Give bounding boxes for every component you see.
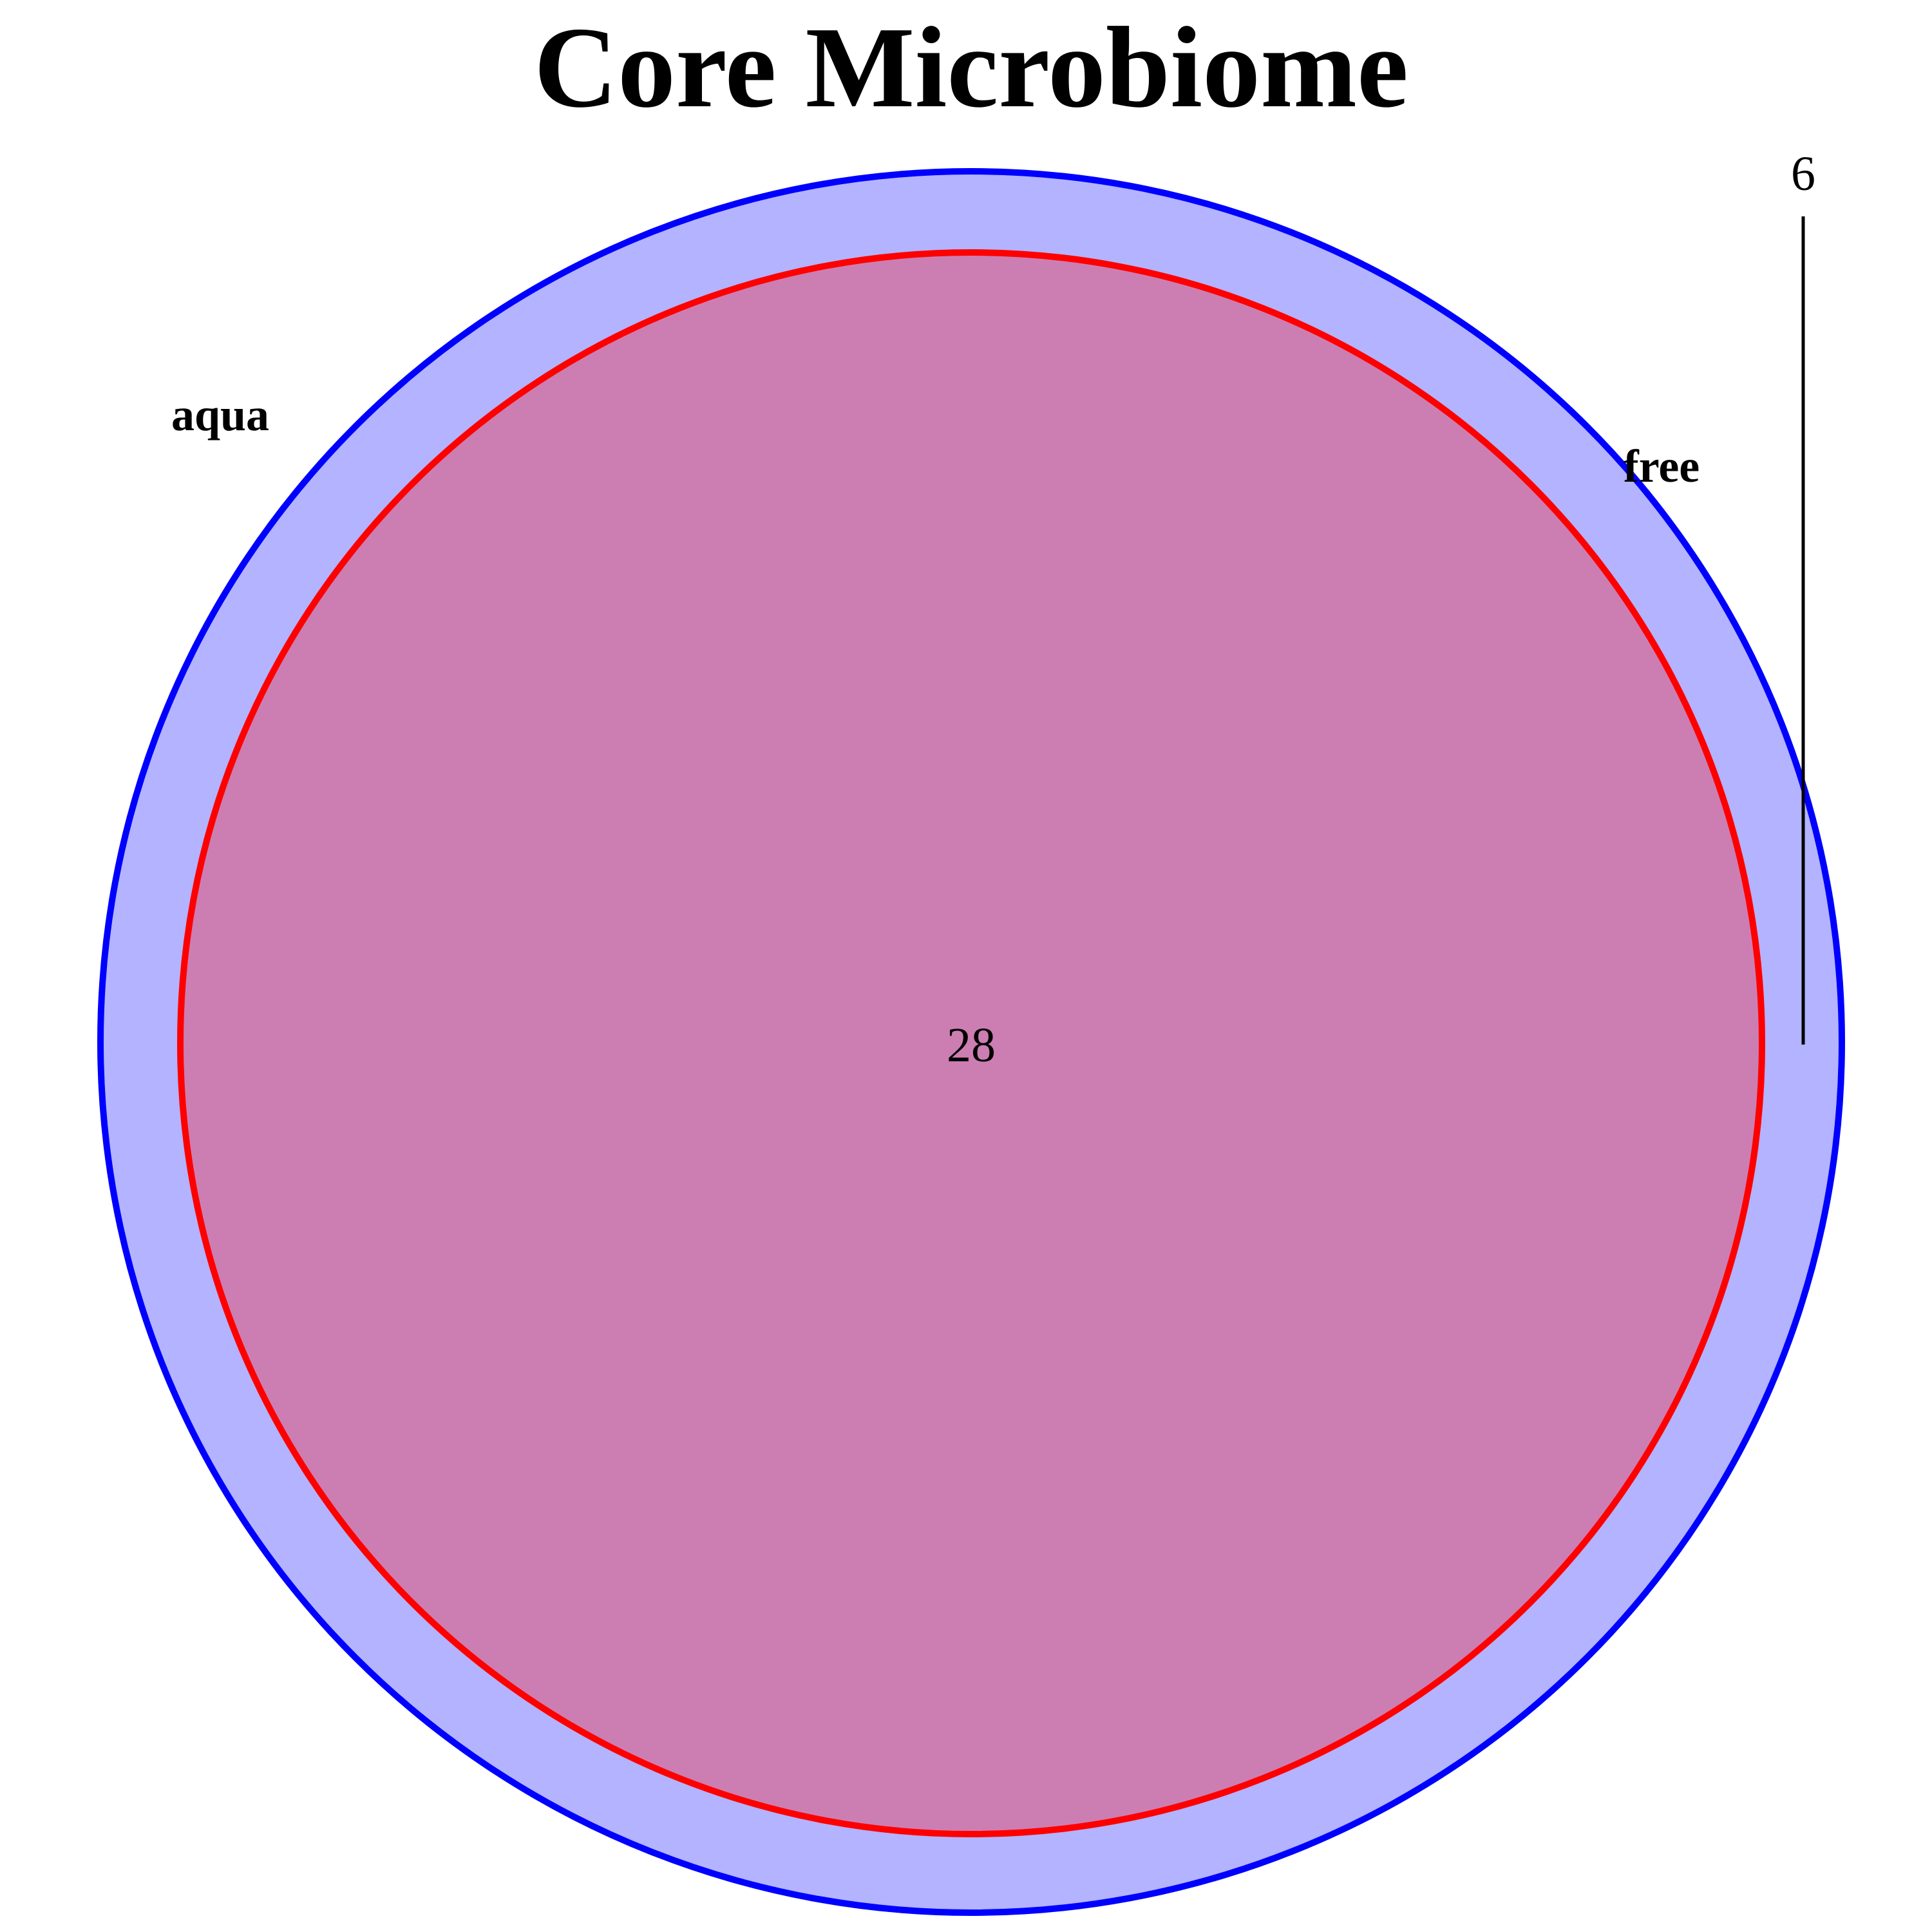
region-count-aqua-only: 6 <box>1791 147 1815 201</box>
region-count-intersection: 28 <box>947 1018 996 1072</box>
set-label-free: free <box>1624 440 1700 492</box>
set-label-aqua: aqua <box>171 389 269 440</box>
diagram-title: Core Microbiome <box>534 3 1408 131</box>
set-circle-free <box>177 249 1765 1837</box>
